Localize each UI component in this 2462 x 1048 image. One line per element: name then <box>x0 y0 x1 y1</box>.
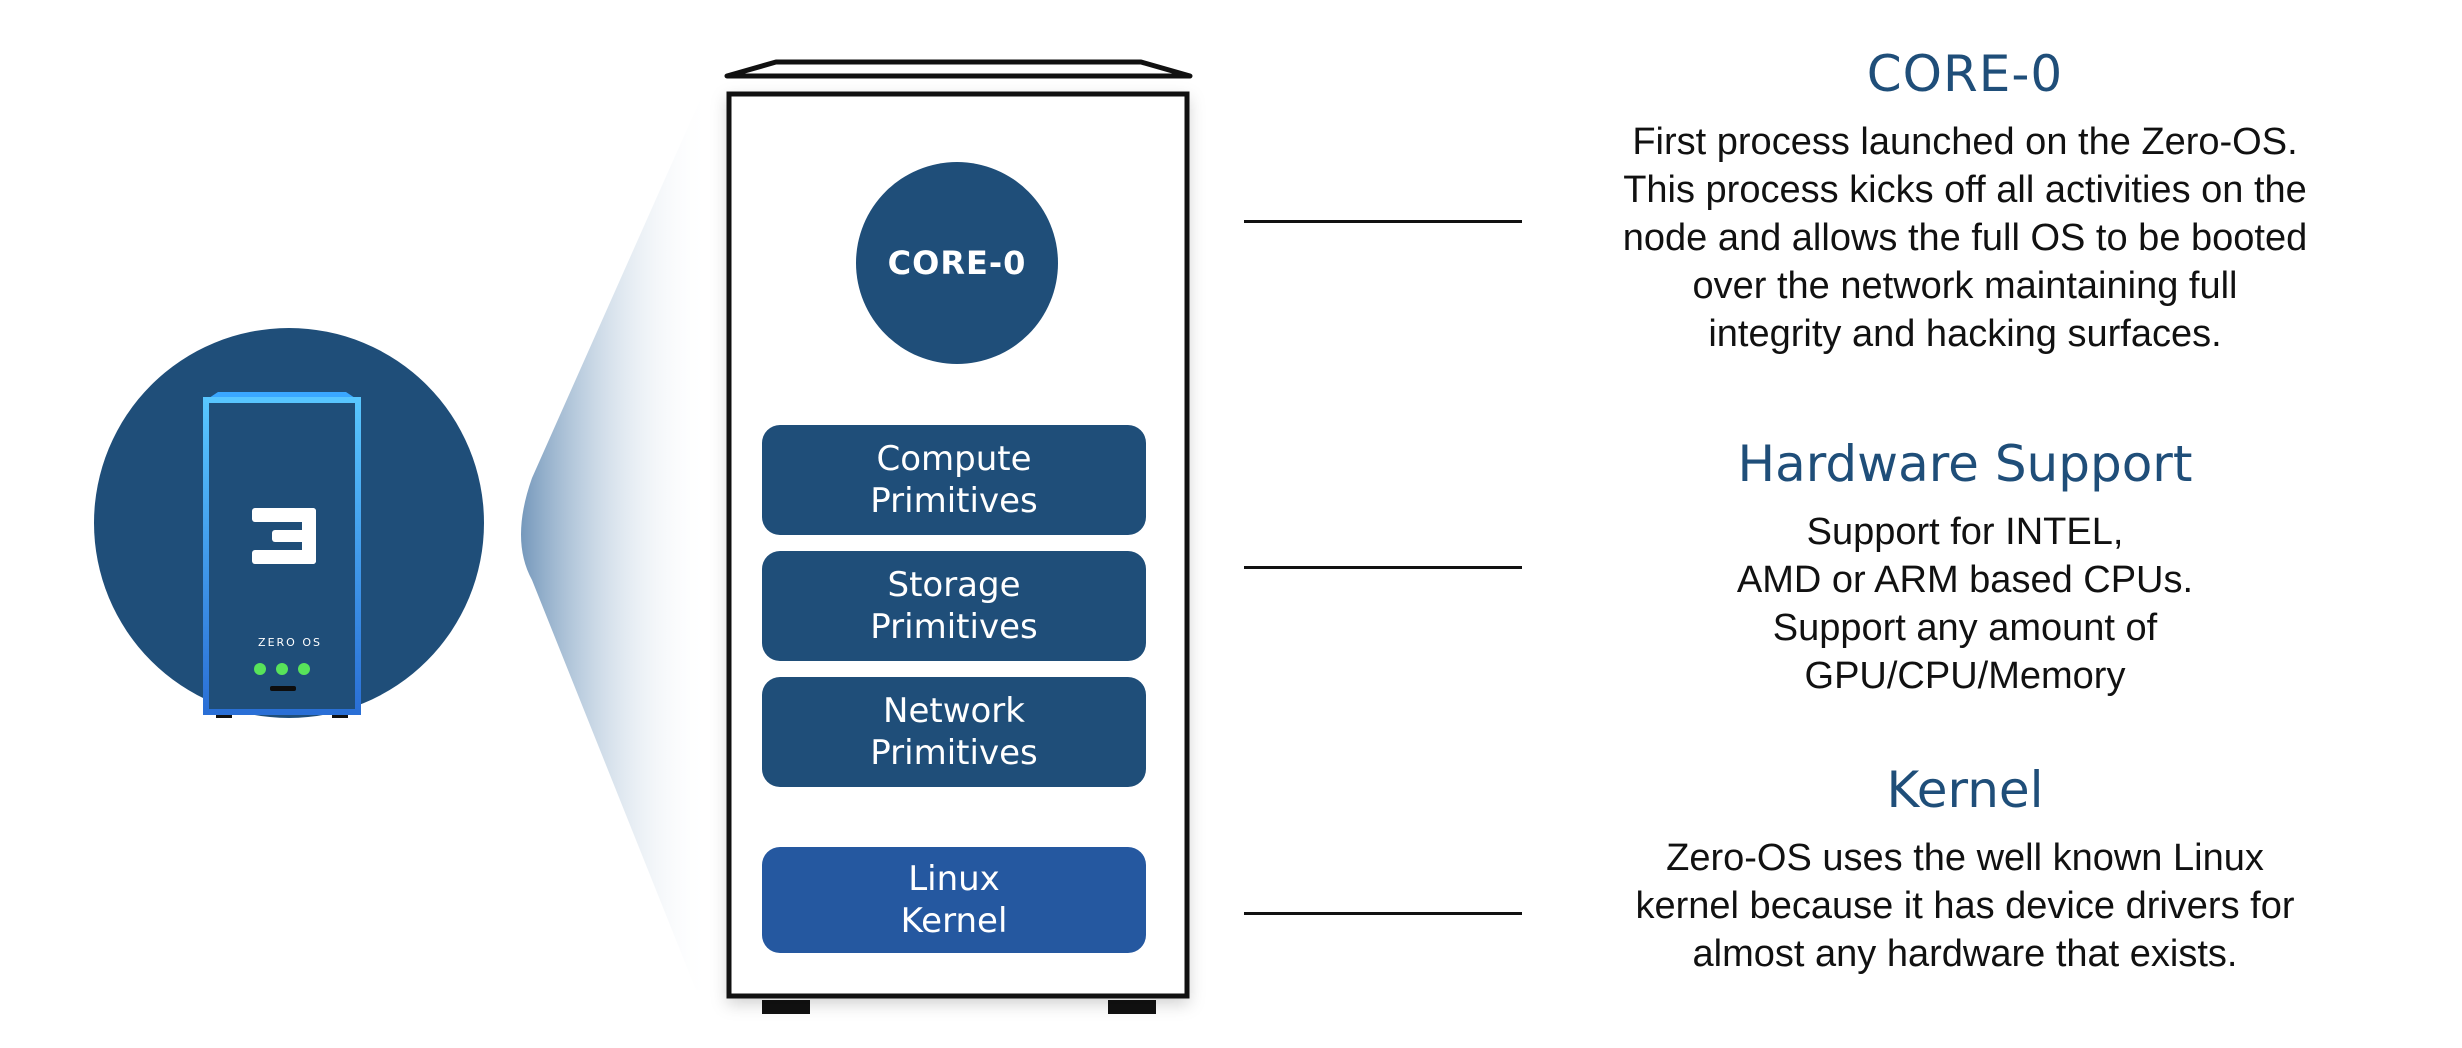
description-line: kernel because it has device drivers for <box>1635 885 2295 927</box>
description-line: GPU/CPU/Memory <box>1804 655 2126 697</box>
kernel-description: Zero-OS uses the well known Linux kernel… <box>1560 834 2370 978</box>
connector-line-core <box>1244 220 1522 223</box>
compute-primitives-block: Compute Primitives <box>762 425 1146 535</box>
network-primitives-line1: Network <box>883 691 1025 731</box>
connector-line-hardware <box>1244 566 1522 569</box>
zero-os-logo-icon <box>252 508 316 564</box>
kernel-title: Kernel <box>1886 761 2044 819</box>
description-line: AMD or ARM based CPUs. <box>1736 559 2194 601</box>
description-line: First process launched on the Zero-OS. <box>1632 121 2298 163</box>
hardware-support-description: Support for INTEL, AMD or ARM based CPUs… <box>1560 508 2370 700</box>
storage-primitives-block: Storage Primitives <box>762 551 1146 661</box>
spotlight-beam <box>521 100 710 990</box>
device-brand-label: ZERO OS <box>258 636 322 649</box>
description-line: Zero-OS uses the well known Linux <box>1666 837 2264 879</box>
core-0-description: First process launched on the Zero-OS. T… <box>1560 118 2370 358</box>
core-0-label: CORE-0 <box>887 244 1027 282</box>
zero-os-device-icon <box>203 392 361 718</box>
description-line: almost any hardware that exists. <box>1692 933 2238 975</box>
core-0-title: CORE-0 <box>1866 45 2064 103</box>
linux-kernel-line2: Kernel <box>900 901 1008 941</box>
compute-primitives-line2: Primitives <box>870 481 1038 521</box>
storage-primitives-line1: Storage <box>887 565 1021 605</box>
linux-kernel-line1: Linux <box>908 859 1000 899</box>
description-line: integrity and hacking surfaces. <box>1708 313 2222 355</box>
description-line: Support for INTEL, <box>1806 511 2124 553</box>
core-0-circle: CORE-0 <box>856 162 1058 364</box>
network-primitives-line2: Primitives <box>870 733 1038 773</box>
description-line: This process kicks off all activities on… <box>1623 169 2307 211</box>
description-line: Support any amount of <box>1772 607 2158 649</box>
storage-primitives-line2: Primitives <box>870 607 1038 647</box>
linux-kernel-block: Linux Kernel <box>762 847 1146 953</box>
description-line: over the network maintaining full <box>1692 265 2238 307</box>
network-primitives-block: Network Primitives <box>762 677 1146 787</box>
description-line: node and allows the full OS to be booted <box>1622 217 2308 259</box>
connector-line-kernel <box>1244 912 1522 915</box>
hardware-support-title: Hardware Support <box>1737 435 2193 493</box>
compute-primitives-line1: Compute <box>876 439 1032 479</box>
